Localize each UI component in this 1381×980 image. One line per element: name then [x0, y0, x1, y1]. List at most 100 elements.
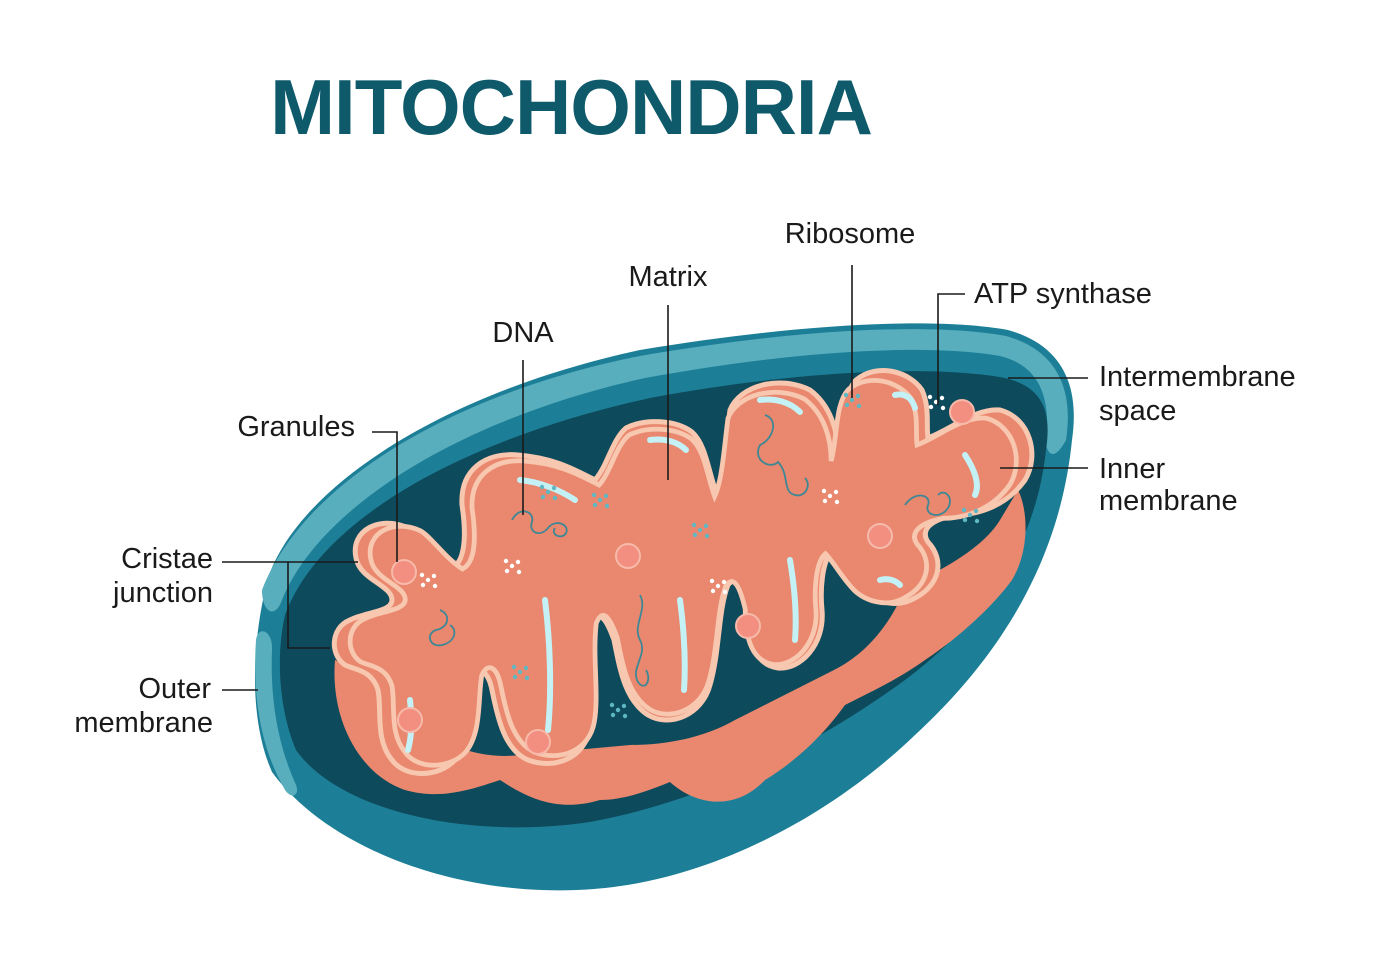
ribosome-dot [591, 492, 597, 498]
ribosome-dot [552, 495, 558, 501]
ribosome-dot [939, 395, 945, 401]
granule [397, 707, 423, 733]
highlight-streak [647, 436, 689, 453]
label-cristae-junction-line1: Cristae [121, 543, 213, 575]
ribosome-dot [692, 532, 698, 538]
granule [391, 559, 417, 585]
highlight-streak [542, 597, 554, 733]
ribosome-dot [704, 533, 710, 539]
ribosome-dot [933, 399, 939, 405]
ribosome-dot [927, 394, 933, 400]
granules-leader [372, 431, 398, 562]
label-dna: DNA [492, 317, 554, 349]
ribosome-dot [967, 512, 973, 518]
ribosome-dot [974, 518, 980, 524]
highlight-streak [892, 391, 918, 411]
label-outer-membrane-line2: membrane [74, 707, 213, 739]
ribosome-dot [855, 393, 861, 399]
dna-strand [757, 414, 809, 497]
label-atp-synthase: ATP synthase [974, 278, 1152, 310]
ribosome-dot [822, 498, 828, 504]
label-intermembrane-space-line1: Intermembrane [1099, 361, 1296, 393]
highlight-streak [877, 576, 903, 588]
ribosome-dot [843, 392, 849, 398]
granule [615, 543, 641, 569]
ribosome-dot [710, 588, 716, 594]
highlight-streak [757, 396, 803, 415]
leader-lines [222, 265, 1088, 691]
ribosome-dot [603, 493, 609, 499]
outer-membrane-bracket [287, 562, 330, 649]
ribosome-dot [610, 712, 616, 718]
ribosome-dot [973, 508, 979, 514]
dna-strands [429, 414, 951, 687]
label-inner-membrane-line1: Inner [1099, 453, 1165, 485]
ribosome-dot [856, 403, 862, 409]
label-intermembrane-space-line2: space [1099, 395, 1176, 427]
ribosome-dot [517, 669, 523, 675]
ribosome-dot [539, 484, 545, 490]
ribosome-dot [609, 702, 615, 708]
dna-strand [904, 491, 951, 516]
granule [525, 729, 551, 755]
highlight-streak [787, 557, 799, 643]
granule [867, 523, 893, 549]
matrix-highlights [405, 391, 980, 753]
ribosome-dot [709, 578, 715, 584]
ribosome-dot [722, 589, 728, 595]
inner-membrane-side [334, 490, 1026, 805]
dna-strand [511, 510, 568, 538]
ribosome-dot [715, 583, 721, 589]
ribosome-dot [524, 675, 530, 681]
granule [949, 399, 975, 425]
ribosome-dot [515, 559, 521, 565]
label-granules: Granules [237, 411, 355, 443]
labels: Ribosome ATP synthase Matrix DNA Interme… [74, 218, 1295, 739]
label-cristae-junction-line2: junction [112, 577, 213, 609]
ribosome-dot [827, 493, 833, 499]
highlight-streak [962, 452, 980, 498]
ribosome-dot [821, 488, 827, 494]
outer-membrane-rim-bottom [255, 631, 298, 796]
ribosome-dot [962, 517, 968, 523]
ribosome-dot [540, 494, 546, 500]
ribosome-dot [509, 563, 515, 569]
page-title: MITOCHONDRIA [270, 63, 873, 151]
ribosome-dot [432, 583, 438, 589]
label-matrix: Matrix [629, 261, 708, 293]
highlight-streak [677, 597, 688, 693]
ribosome-dot [503, 558, 509, 564]
granules [391, 399, 975, 755]
ribosome-dot [961, 507, 967, 513]
ribosome-dot [721, 579, 727, 585]
ribosome-dot [597, 497, 603, 503]
ribosome-dot [621, 703, 627, 709]
granule [735, 613, 761, 639]
label-ribosome: Ribosome [785, 218, 916, 250]
ribosome-dot [420, 582, 426, 588]
ribosome-dot [615, 707, 621, 713]
ribosome-dot [703, 523, 709, 529]
ribosome-dot [849, 397, 855, 403]
ribosome-dot [419, 572, 425, 578]
highlight-streak [517, 477, 578, 503]
ribosome-dot [622, 713, 628, 719]
ribosome-dot [523, 665, 529, 671]
ribosome-dot [691, 522, 697, 528]
ribosome-dot [928, 404, 934, 410]
label-inner-membrane-line2: membrane [1099, 485, 1238, 517]
ribosome-dot [833, 489, 839, 495]
ribosome-dot [511, 664, 517, 670]
ribosome-dot [504, 568, 510, 574]
dna-strand [635, 594, 650, 687]
ribosome-dot [844, 402, 850, 408]
ribosome-dot [551, 485, 557, 491]
ribosomes [419, 392, 980, 719]
atp-synthase-leader [937, 293, 965, 405]
ribosome-dot [516, 569, 522, 575]
label-outer-membrane-line1: Outer [138, 673, 211, 705]
ribosome-dot [604, 503, 610, 509]
ribosome-dot [834, 499, 840, 505]
dna-strand [429, 609, 456, 647]
